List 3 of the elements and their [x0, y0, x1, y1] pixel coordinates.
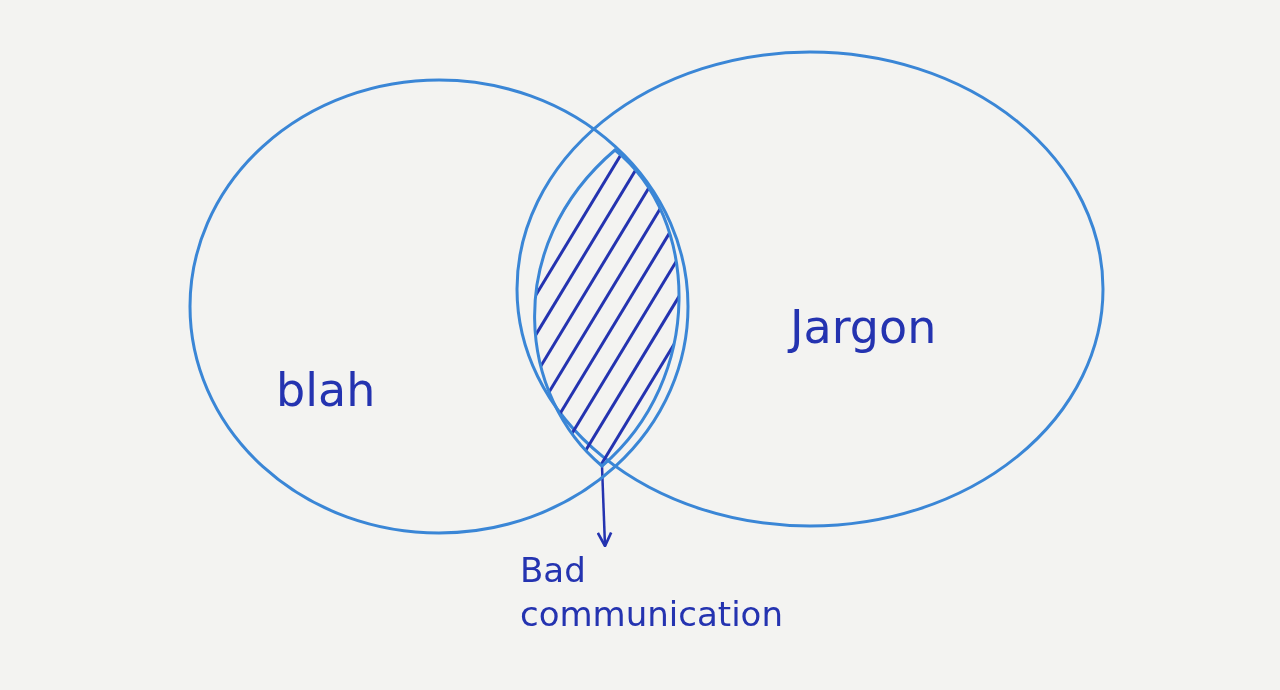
arrow — [596, 465, 613, 548]
handwritten-label: Bad communication — [520, 549, 784, 637]
circle-label: blah — [276, 363, 376, 417]
